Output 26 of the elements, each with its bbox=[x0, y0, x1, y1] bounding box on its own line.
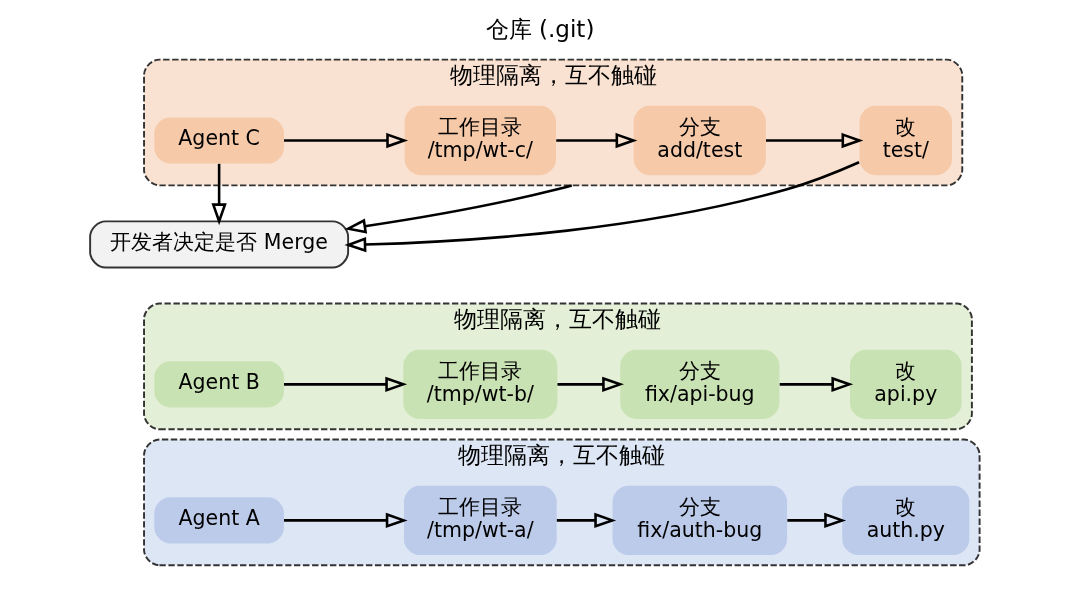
node-box: 分支 fix/auth-bug bbox=[612, 485, 788, 556]
node-box: 改 test/ bbox=[859, 105, 952, 176]
arrow bbox=[557, 376, 624, 392]
arrow bbox=[779, 376, 854, 392]
arrow bbox=[284, 512, 408, 529]
diagram-title: 仓库 (.git) bbox=[485, 16, 595, 43]
arrow bbox=[787, 512, 847, 529]
arrow bbox=[211, 163, 227, 226]
node-box: Agent B bbox=[154, 361, 284, 408]
arrow bbox=[766, 132, 864, 149]
node-box: 分支 fix/api-bug bbox=[620, 349, 780, 419]
node-box: 分支 add/test bbox=[633, 105, 766, 176]
node-box: Agent A bbox=[154, 497, 284, 544]
node-box: 工作目录 /tmp/wt-a/ bbox=[403, 485, 557, 556]
node-box: 工作目录 /tmp/wt-b/ bbox=[403, 349, 558, 419]
node-box: 改 api.py bbox=[849, 349, 962, 419]
arrow bbox=[556, 512, 617, 529]
arrow bbox=[556, 132, 638, 149]
arrow bbox=[284, 132, 409, 149]
arrow bbox=[284, 376, 408, 392]
node-box: 开发者决定是否 Merge bbox=[89, 220, 350, 269]
arrow bbox=[344, 161, 860, 253]
node-box: 工作目录 /tmp/wt-c/ bbox=[404, 105, 557, 176]
node-box: 改 auth.py bbox=[842, 485, 970, 556]
arrow bbox=[344, 184, 573, 234]
node-box: Agent C bbox=[154, 117, 284, 164]
